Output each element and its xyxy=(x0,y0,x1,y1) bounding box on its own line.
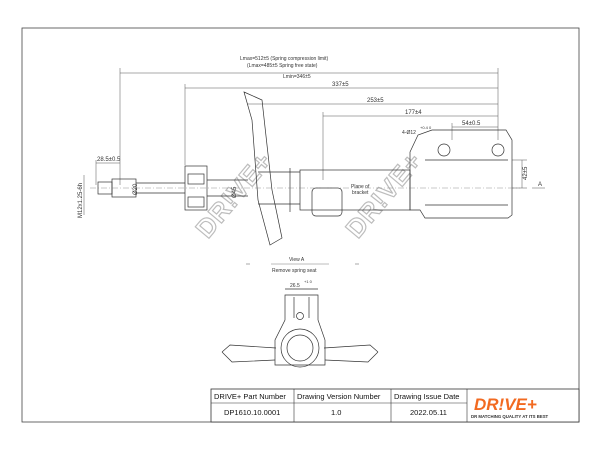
dim-28-5: 28.5±0.5 xyxy=(97,157,121,163)
tb-issue-date: 2022.05.11 xyxy=(410,408,447,417)
dim-337: 337±5 xyxy=(332,82,349,88)
sheet-border xyxy=(21,27,580,423)
tb-version: 1.0 xyxy=(331,408,341,417)
dim-253: 253±5 xyxy=(367,98,384,104)
tb-header-issue-date: Drawing Issue Date xyxy=(394,392,459,401)
dim-hole-tol: +0.4 0 xyxy=(420,125,432,130)
dim-lmax-compression: Lmax=512±5 (Spring compression limit) xyxy=(240,56,329,62)
view-a-drawing xyxy=(221,288,379,368)
view-arrow-label: A xyxy=(538,182,542,188)
lug-tol: +1 0 xyxy=(304,279,313,284)
view-subtitle: Remove spring seat xyxy=(272,268,317,274)
bolt-hole-1 xyxy=(437,143,451,157)
knuckle-bracket xyxy=(409,129,513,219)
lug-dim: 26.5 xyxy=(290,283,300,289)
bolt-hole-2 xyxy=(491,143,505,157)
dim-42: 42±5 xyxy=(523,166,529,180)
hose-bracket xyxy=(311,187,343,217)
dimension-lines xyxy=(83,68,545,215)
top-mount xyxy=(184,165,208,211)
title-block: DRIVE+ Part Number Drawing Version Numbe… xyxy=(210,388,580,423)
tb-header-version: Drawing Version Number xyxy=(297,392,381,401)
view-a-body xyxy=(274,294,326,366)
tb-part-number: DP1610.10.0001 xyxy=(224,408,280,417)
dim-lmax-free: (Lmax=485±5 Spring free state) xyxy=(247,63,318,69)
dim-54: 54±0.5 xyxy=(462,121,481,127)
view-a-tube-outer xyxy=(280,328,320,368)
tb-header-part-number: DRIVE+ Part Number xyxy=(214,392,286,401)
dim-tube-dia: Ø45 xyxy=(232,186,238,198)
dim-lmin: Lmin=346±5 xyxy=(283,74,311,80)
dim-hole-dia: 4-Ø12 xyxy=(402,130,416,136)
spring-seat xyxy=(243,91,283,246)
view-title: View A xyxy=(289,257,305,263)
side-note-2: bracket xyxy=(352,190,369,196)
watermark-group: DR!VE+ DR!VE+ xyxy=(189,145,429,244)
logo-text: DR!VE+ xyxy=(474,395,537,414)
side-note-1: Plane of xyxy=(351,184,370,190)
dim-177: 177±4 xyxy=(405,110,422,116)
view-a-tube-inner xyxy=(286,334,314,362)
strut-drawing xyxy=(97,91,513,246)
view-a-spring-seat xyxy=(221,344,379,353)
logo-tagline: DR MATCHING QUALITY AT ITS BEST xyxy=(471,414,549,419)
brand-logo: DR!VE+ DR MATCHING QUALITY AT ITS BEST xyxy=(471,395,549,419)
dim-thread: M12x1.25-6h xyxy=(78,183,84,218)
